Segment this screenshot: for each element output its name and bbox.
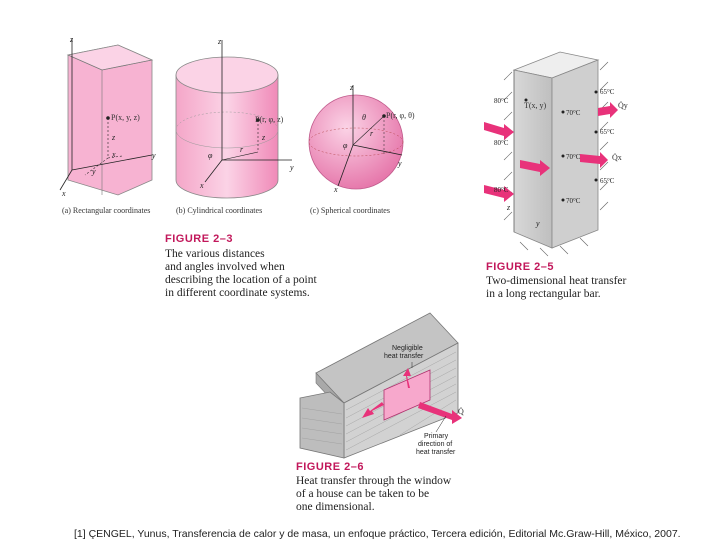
point-label-sph: P(r, φ, θ) xyxy=(386,111,415,120)
qx-label: Q̇x xyxy=(612,152,622,162)
house-diagram: Negligible heat transfer Primary directi… xyxy=(299,312,464,459)
primary-label-2: direction of xyxy=(418,441,452,448)
temp-right-2: 65°C xyxy=(600,128,615,136)
q-label: Q̇ xyxy=(458,406,464,416)
figure-2-3-caption: FIGURE 2–3 The various distances and ang… xyxy=(165,233,318,299)
reference-footnote: [1] ÇENGEL, Yunus, Transferencia de calo… xyxy=(74,528,681,540)
svg-text:x: x xyxy=(111,150,116,159)
primary-label-1: Primary xyxy=(424,433,449,440)
qy-label: Q̇y xyxy=(618,100,628,110)
primary-label-3: heat transfer xyxy=(416,449,456,456)
fig23-caption-line-4: in different coordinate systems. xyxy=(165,287,310,299)
svg-text:x: x xyxy=(61,189,66,198)
svg-text:z: z xyxy=(111,133,116,142)
figure-2-6-label: FIGURE 2–6 xyxy=(296,461,364,473)
temp-right-3: 65°C xyxy=(600,177,615,185)
bar-point-label: T(x, y) xyxy=(524,101,547,110)
svg-text:z: z xyxy=(349,83,354,92)
negligible-label-2: heat transfer xyxy=(384,353,424,360)
temp-inner-3: 70°C xyxy=(566,197,581,205)
svg-text:φ: φ xyxy=(343,141,348,150)
panel-b-caption: (b) Cylindrical coordinates xyxy=(176,206,262,215)
svg-text:z: z xyxy=(69,35,74,44)
fig23-caption-line-3: describing the location of a point xyxy=(165,274,318,286)
svg-text:y: y xyxy=(397,159,402,168)
temp-inner-2: 70°C xyxy=(566,153,581,161)
svg-text:x: x xyxy=(333,185,338,194)
svg-text:r: r xyxy=(370,129,374,138)
fig26-caption-line-2: of a house can be taken to be xyxy=(296,488,429,500)
svg-text:y: y xyxy=(151,151,156,160)
svg-text:y: y xyxy=(91,167,96,176)
fig23-caption-line-1: The various distances xyxy=(165,248,265,260)
panel-c-caption: (c) Spherical coordinates xyxy=(310,206,390,215)
svg-text:θ: θ xyxy=(362,113,366,122)
svg-text:y: y xyxy=(535,219,540,228)
figure-2-6-caption: FIGURE 2–6 Heat transfer through the win… xyxy=(296,461,452,513)
fig26-caption-line-1: Heat transfer through the window xyxy=(296,475,452,487)
svg-text:r: r xyxy=(240,145,244,154)
temp-left-2: 80°C xyxy=(494,139,509,147)
svg-text:z: z xyxy=(261,133,266,142)
rectangular-coordinates-diagram: z y x z y x P(x, y, z) (a) Rectangular c… xyxy=(59,35,156,215)
fig25-caption-line-1: Two-dimensional heat transfer xyxy=(486,275,627,287)
point-label-cyl: P(r, φ, z) xyxy=(255,115,284,124)
temp-inner-1: 70°C xyxy=(566,109,581,117)
spherical-coordinates-diagram: z y x θ r φ P(r, φ, θ) (c) Spherical coo… xyxy=(308,83,415,215)
temp-left-3: 80°C xyxy=(494,186,509,194)
fig26-caption-line-3: one dimensional. xyxy=(296,501,375,513)
fig25-caption-line-2: in a long rectangular bar. xyxy=(486,288,601,300)
figure-2-5-label: FIGURE 2–5 xyxy=(486,261,554,273)
figure-2-5-caption: FIGURE 2–5 Two-dimensional heat transfer… xyxy=(486,261,627,300)
svg-text:z: z xyxy=(217,37,222,46)
figure-2-3-label: FIGURE 2–3 xyxy=(165,233,233,245)
svg-text:y: y xyxy=(289,163,294,172)
negligible-label-1: Negligible xyxy=(392,345,423,352)
cylindrical-coordinates-diagram: z y x r φ z P(r, φ, z) (b) Cylindrical c… xyxy=(175,37,294,215)
svg-text:x: x xyxy=(199,181,204,190)
svg-text:φ: φ xyxy=(208,151,213,160)
rectangular-bar-diagram: 80°C 80°C 80°C 70°C 70°C 70°C 65°C 65°C … xyxy=(484,51,628,257)
svg-text:z: z xyxy=(506,203,511,212)
temp-left-1: 80°C xyxy=(494,97,509,105)
fig23-caption-line-2: and angles involved when xyxy=(165,261,285,273)
temp-right-1: 65°C xyxy=(600,88,615,96)
panel-a-caption: (a) Rectangular coordinates xyxy=(62,206,150,215)
point-label-rect: P(x, y, z) xyxy=(111,113,140,122)
